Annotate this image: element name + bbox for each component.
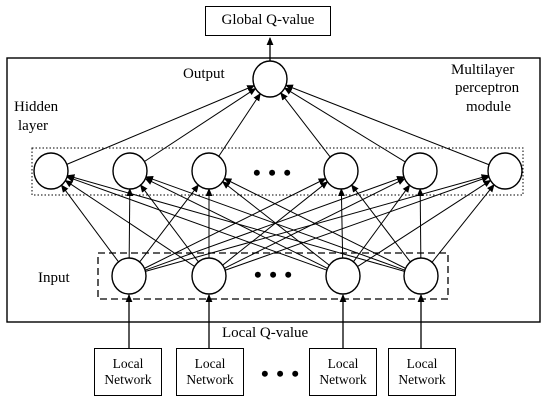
local-network-box-4: Local Network: [388, 348, 456, 396]
hidden-node: [112, 152, 148, 190]
local-network-label: Local: [406, 356, 438, 372]
hidden-output-edge: [283, 87, 406, 163]
local-network-label: Network: [186, 372, 234, 387]
hidden-layer-label-line1: Hidden: [14, 99, 59, 115]
module-label-line1: Multilayer: [451, 62, 515, 78]
local-network-box-1: Local Network: [94, 348, 162, 396]
local-network-box-2: Local Network: [176, 348, 244, 396]
hidden-output-edge: [280, 92, 331, 158]
input-hidden-edge: [66, 175, 328, 271]
local-network-label: Local: [194, 356, 226, 372]
local-network-label: Network: [104, 372, 152, 387]
input-node: [191, 257, 227, 295]
hidden-output-edge: [218, 92, 261, 157]
input-hidden-edge: [351, 184, 411, 263]
hidden-node: [323, 152, 359, 190]
input-hidden-edge: [431, 183, 495, 263]
local-network-box-3: Local Network: [309, 348, 377, 396]
local-network-label: Network: [319, 372, 367, 387]
input-hidden-edge: [145, 174, 490, 272]
input-hidden-edge: [223, 178, 406, 269]
input-hidden-edge: [145, 175, 406, 271]
input-hidden-edge: [64, 180, 195, 267]
input-hidden-edge: [60, 184, 119, 263]
local-q-value-label: Local Q-value: [222, 325, 309, 341]
input-hidden-edge: [66, 174, 405, 272]
global-q-value-label: Global Q-value: [221, 12, 315, 29]
hidden-output-edge: [144, 87, 257, 162]
hidden-layer-label-line2: layer: [18, 118, 48, 134]
local-network-label: Local: [112, 356, 144, 372]
input-hidden-edge: [416, 187, 424, 259]
hidden-node: [402, 152, 438, 190]
hidden-node: [33, 152, 69, 190]
hidden-output-edge: [285, 84, 490, 166]
output-node: [252, 60, 288, 98]
hidden-output-edge: [66, 85, 256, 165]
hidden-node: [191, 152, 227, 190]
network-ellipsis: • • •: [261, 361, 301, 386]
input-hidden-edge: [139, 184, 199, 263]
input-ellipsis: • • •: [254, 262, 294, 287]
input-label: Input: [38, 270, 70, 286]
module-label-line2: perceptron: [455, 80, 520, 96]
input-node: [403, 257, 439, 295]
input-hidden-edge: [338, 187, 345, 259]
hidden-ellipsis: • • •: [253, 160, 293, 185]
input-hidden-edge: [357, 179, 492, 268]
hidden-layer-dotted-box: [31, 147, 524, 196]
module-label-line3: module: [466, 99, 511, 115]
input-node: [111, 257, 147, 295]
input-hidden-edge: [224, 175, 490, 271]
hidden-node: [487, 152, 523, 190]
local-network-label: Network: [398, 372, 446, 387]
global-q-value-box: Global Q-value: [205, 6, 331, 36]
module-frame: [6, 57, 541, 323]
output-label: Output: [183, 66, 225, 82]
local-network-label: Local: [327, 356, 359, 372]
input-node: [325, 257, 361, 295]
